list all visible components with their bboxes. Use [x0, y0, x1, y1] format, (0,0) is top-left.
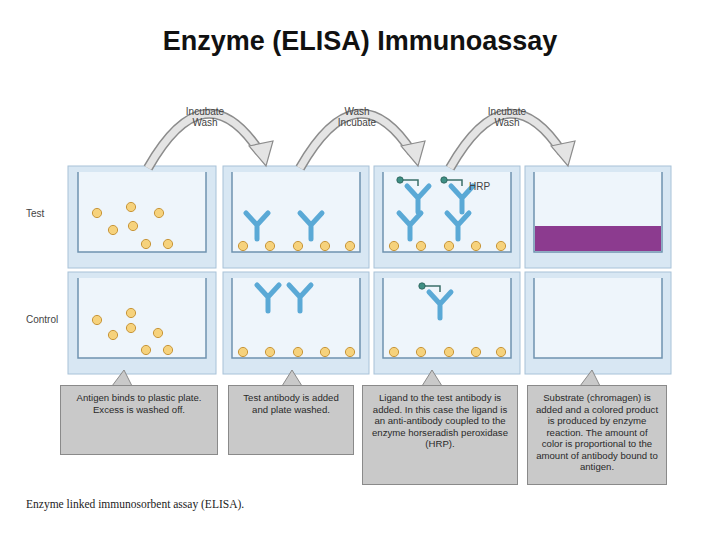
- well-panels: [68, 166, 671, 374]
- row-label: Test: [26, 208, 66, 219]
- callout-text: Test antibody is added and plate washed.: [236, 392, 346, 415]
- antigens-free: [92, 202, 172, 354]
- callout-box: Substrate (chromagen) is added and a col…: [527, 385, 667, 485]
- step-label: Incubate Wash: [480, 106, 534, 128]
- page-title: Enzyme (ELISA) Immunoassay: [0, 26, 720, 57]
- callout-box: Ligand to the test antibody is added. In…: [362, 385, 518, 485]
- enzyme-label: HRP: [469, 181, 499, 192]
- step-label: Incubate Wash: [178, 106, 232, 128]
- antibodies: [246, 177, 473, 318]
- figure-caption: Enzyme linked immunosorbent assay (ELISA…: [26, 498, 244, 510]
- wells: [78, 172, 662, 358]
- callout-text: Substrate (chromagen) is added and a col…: [535, 392, 659, 473]
- callout-box: Test antibody is added and plate washed.: [228, 385, 354, 455]
- callout-pointers: [112, 370, 600, 386]
- callout-text: Ligand to the test antibody is added. In…: [370, 392, 510, 450]
- step-label: Wash Incubate: [330, 106, 384, 128]
- callout-text: Antigen binds to plastic plate. Excess i…: [68, 392, 210, 415]
- colored-product: [535, 226, 661, 251]
- antigens-bound: [238, 241, 505, 356]
- callout-box: Antigen binds to plastic plate. Excess i…: [60, 385, 218, 455]
- row-label: Control: [26, 314, 70, 325]
